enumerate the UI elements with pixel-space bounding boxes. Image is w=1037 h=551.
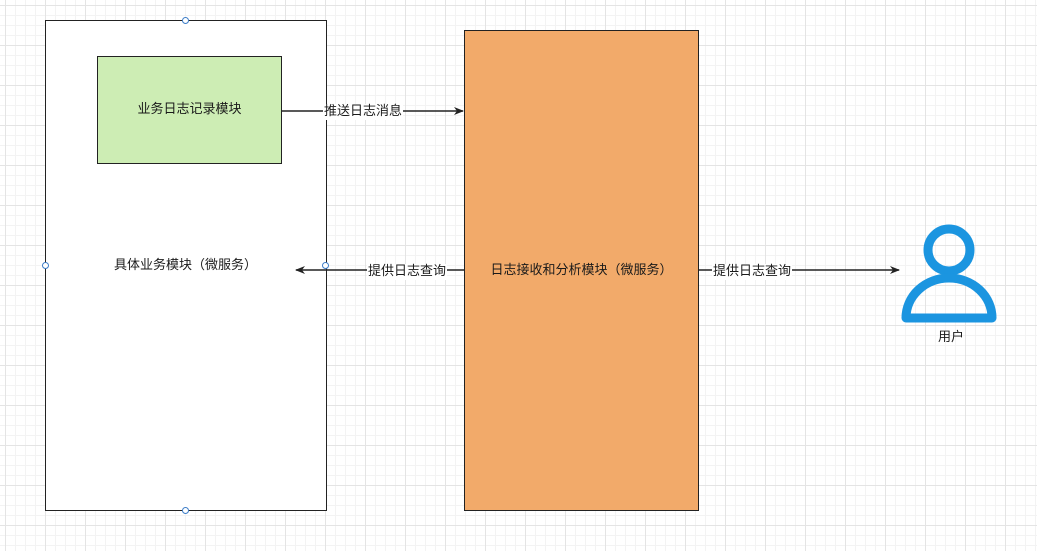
selection-handle-top[interactable] [182,17,189,24]
selection-handle-bottom[interactable] [182,507,189,514]
log-module-label: 业务日志记录模块 [137,102,242,117]
service-container-label: 具体业务模块（微服务） [114,258,258,273]
user-label: 用户 [938,330,965,345]
edge-query-to-user-label: 提供日志查询 [712,264,793,280]
user-icon-head [923,224,975,276]
log-module-box[interactable]: 业务日志记录模块 [97,56,282,164]
user-icon-body [901,273,997,323]
selection-handle-left[interactable] [42,262,49,269]
edge-query-to-service-label: 提供日志查询 [367,264,448,280]
log-service-box[interactable]: 日志接收和分析模块（微服务） [464,30,699,511]
edge-push-label: 推送日志消息 [323,104,404,120]
log-service-label: 日志接收和分析模块（微服务） [490,262,673,278]
selection-handle-right[interactable] [322,262,329,269]
user-icon[interactable] [900,220,1000,324]
